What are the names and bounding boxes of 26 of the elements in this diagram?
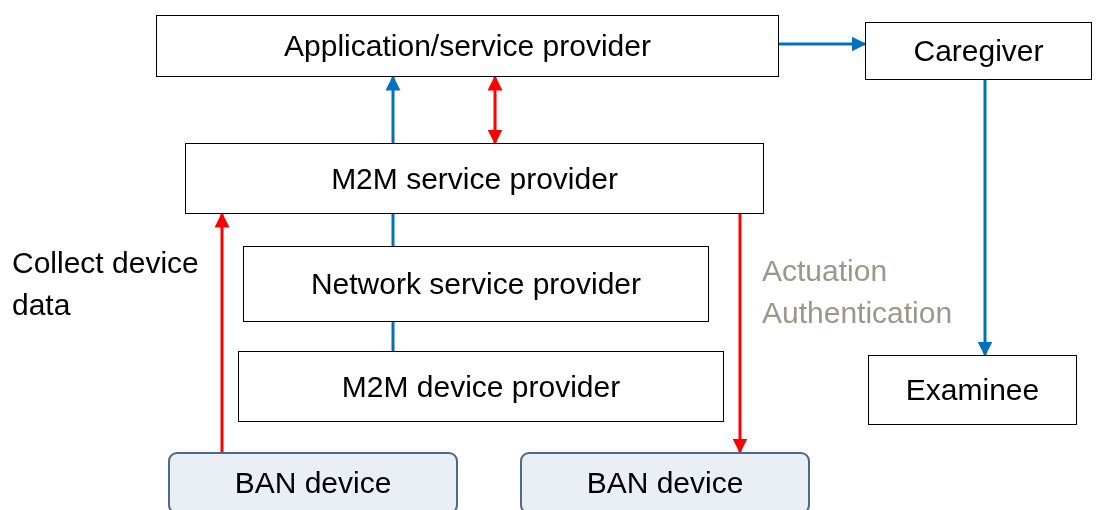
- node-label: BAN device: [234, 466, 392, 500]
- node-label: Application/service provider: [284, 29, 651, 63]
- arrow: [977, 80, 993, 357]
- caregiver-box: [865, 22, 1092, 80]
- arrow: [487, 75, 503, 145]
- device-box: [520, 452, 810, 510]
- connector-line: [391, 214, 395, 246]
- node-label: M2M device provider: [341, 369, 621, 404]
- examinee-box: [868, 355, 1077, 425]
- node-label: M2M service provider: [331, 161, 618, 196]
- arrow: [732, 214, 748, 454]
- device-box: [168, 452, 458, 510]
- node-label: BAN device: [586, 466, 744, 500]
- connector-line: [391, 322, 395, 351]
- arrow: [779, 36, 867, 52]
- edge-label: Actuation Authentication: [762, 253, 954, 331]
- provider-box: [243, 246, 709, 322]
- provider-box: [238, 351, 724, 422]
- edge-label: Collect device data: [12, 245, 200, 323]
- node-label: Caregiver: [913, 34, 1044, 68]
- node-label: Examinee: [905, 373, 1040, 407]
- arrow: [385, 75, 401, 143]
- provider-box: [156, 15, 779, 77]
- node-label: Network service provider: [310, 267, 642, 301]
- provider-box: [185, 143, 764, 214]
- arrow: [214, 212, 230, 452]
